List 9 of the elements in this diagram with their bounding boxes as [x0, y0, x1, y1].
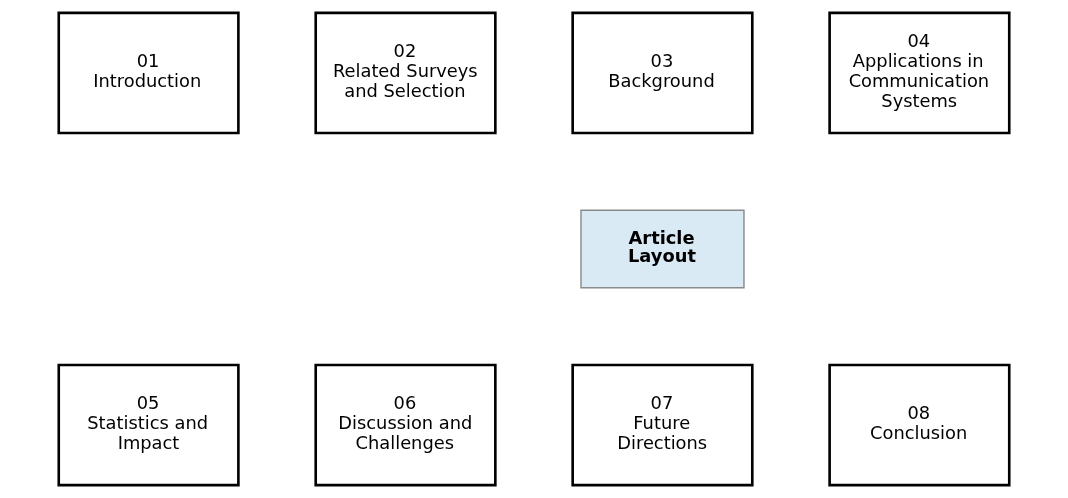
- node-box: 08 Conclusion: [828, 363, 1011, 487]
- node-box: 04 Applications in Communication Systems: [828, 11, 1011, 135]
- node-box: Article Layout: [580, 209, 745, 289]
- node-box: 06 Discussion and Challenges: [314, 363, 497, 487]
- node-box: 07 Future Directions: [571, 363, 754, 487]
- node-box: 05 Statistics and Impact: [57, 363, 240, 487]
- node-box: 01 Introduction: [57, 11, 240, 135]
- node-box: 02 Related Surveys and Selection: [314, 11, 497, 135]
- node-box: 03 Background: [571, 11, 754, 135]
